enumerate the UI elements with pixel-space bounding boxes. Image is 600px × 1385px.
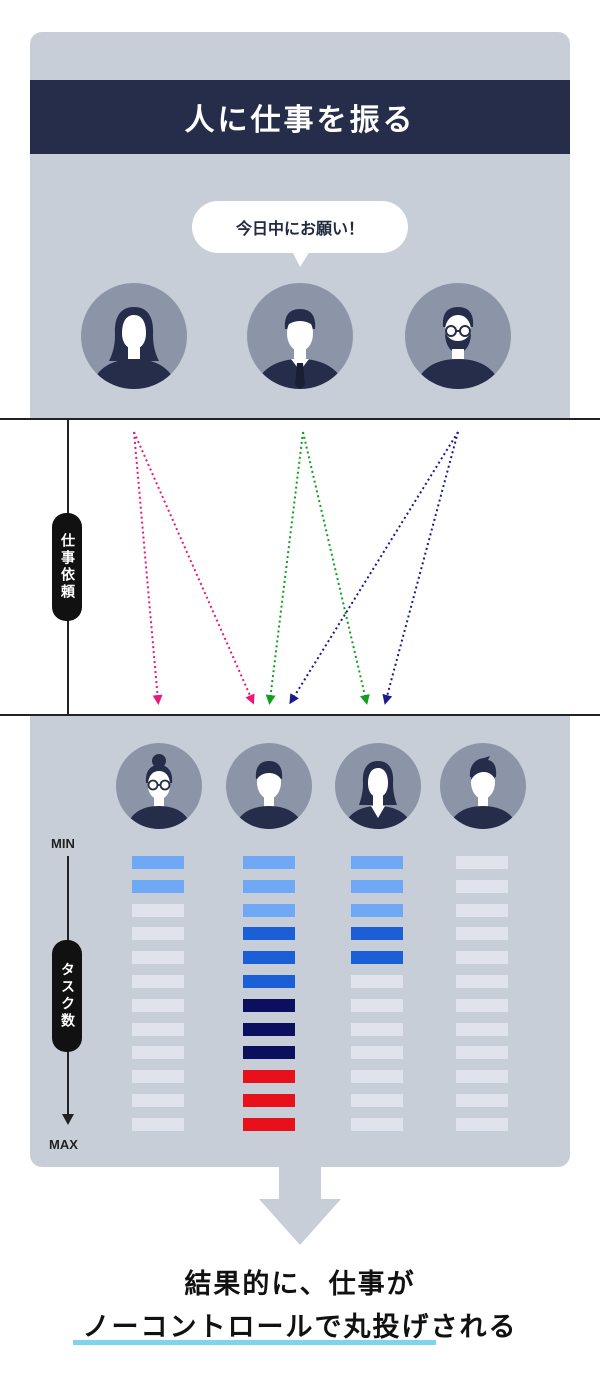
task-bar-woman-4: [351, 927, 403, 940]
woman-worker-avatar-icon: [335, 743, 421, 829]
task-bar-spiky-hair-man-5: [456, 951, 508, 964]
bearded-man-avatar-icon: [405, 283, 511, 389]
task-bar-glasses-woman-2: [132, 880, 184, 893]
task-bar-man-10: [243, 1070, 295, 1083]
task-bar-spiky-hair-man-9: [456, 1046, 508, 1059]
task-bar-glasses-woman-8: [132, 1023, 184, 1036]
section-divider-top: [0, 418, 600, 420]
arrow-woman-to-worker1: [133, 431, 163, 705]
task-bar-man-9: [243, 1046, 295, 1059]
arrow-bearded-to-worker3: [382, 431, 459, 705]
task-bar-spiky-hair-man-11: [456, 1094, 508, 1107]
task-bar-woman-11: [351, 1094, 403, 1107]
task-bar-woman-10: [351, 1070, 403, 1083]
task-bar-spiky-hair-man-6: [456, 975, 508, 988]
glasses-woman-avatar-icon: [116, 743, 202, 829]
task-bar-glasses-woman-1: [132, 856, 184, 869]
task-bar-glasses-woman-6: [132, 975, 184, 988]
work-request-label: 仕事依頼: [52, 513, 82, 621]
task-bar-man-6: [243, 975, 295, 988]
task-bar-man-11: [243, 1094, 295, 1107]
task-bar-man-7: [243, 999, 295, 1012]
woman-avatar-icon: [81, 283, 187, 389]
task-bar-woman-2: [351, 880, 403, 893]
section-divider-bottom: [0, 714, 600, 716]
task-bar-spiky-hair-man-4: [456, 927, 508, 940]
man-avatar-icon: [226, 743, 312, 829]
spiky-hair-man-avatar-icon: [440, 743, 526, 829]
task-bar-spiky-hair-man-1: [456, 856, 508, 869]
arrow-bearded-to-worker2: [289, 431, 459, 705]
task-count-label: タスク数: [52, 940, 82, 1052]
task-bar-woman-12: [351, 1118, 403, 1131]
task-bar-spiky-hair-man-3: [456, 904, 508, 917]
task-bar-woman-6: [351, 975, 403, 988]
task-bar-woman-3: [351, 904, 403, 917]
task-bar-man-12: [243, 1118, 295, 1131]
task-bar-woman-9: [351, 1046, 403, 1059]
speech-bubble: 今日中にお願い！: [192, 201, 408, 253]
task-bar-woman-8: [351, 1023, 403, 1036]
page-title: 人に仕事を振る: [30, 80, 570, 154]
task-bar-glasses-woman-9: [132, 1046, 184, 1059]
task-bar-glasses-woman-10: [132, 1070, 184, 1083]
task-bar-woman-5: [351, 951, 403, 964]
speech-bubble-tail: [292, 251, 310, 267]
task-bar-glasses-woman-4: [132, 927, 184, 940]
task-bar-glasses-woman-11: [132, 1094, 184, 1107]
task-bar-man-3: [243, 904, 295, 917]
arrow-boss-to-worker2: [265, 431, 304, 705]
conclusion-underline: [73, 1340, 436, 1345]
task-bar-glasses-woman-12: [132, 1118, 184, 1131]
task-bar-glasses-woman-7: [132, 999, 184, 1012]
task-bar-man-5: [243, 951, 295, 964]
task-axis-arrowhead-icon: [62, 1114, 74, 1125]
boss-avatar-icon: [247, 283, 353, 389]
task-bar-man-4: [243, 927, 295, 940]
task-bar-man-1: [243, 856, 295, 869]
task-bar-man-8: [243, 1023, 295, 1036]
axis-max-label: MAX: [49, 1137, 78, 1152]
task-bar-spiky-hair-man-2: [456, 880, 508, 893]
task-bar-glasses-woman-5: [132, 951, 184, 964]
arrow-woman-to-worker2: [133, 431, 255, 705]
task-bar-spiky-hair-man-10: [456, 1070, 508, 1083]
conclusion-line-2: ノーコントロールで丸投げされる: [82, 1312, 518, 1343]
work-request-arrows: [133, 431, 459, 705]
result-down-arrow-icon: [259, 1167, 341, 1245]
task-bar-spiky-hair-man-8: [456, 1023, 508, 1036]
task-bar-woman-1: [351, 856, 403, 869]
arrow-boss-to-worker3: [302, 431, 370, 705]
task-bar-glasses-woman-3: [132, 904, 184, 917]
axis-min-label: MIN: [51, 836, 75, 851]
conclusion-line-1: 結果的に、仕事が: [184, 1269, 416, 1300]
task-bar-spiky-hair-man-12: [456, 1118, 508, 1131]
task-bar-spiky-hair-man-7: [456, 999, 508, 1012]
task-bar-woman-7: [351, 999, 403, 1012]
task-bar-man-2: [243, 880, 295, 893]
